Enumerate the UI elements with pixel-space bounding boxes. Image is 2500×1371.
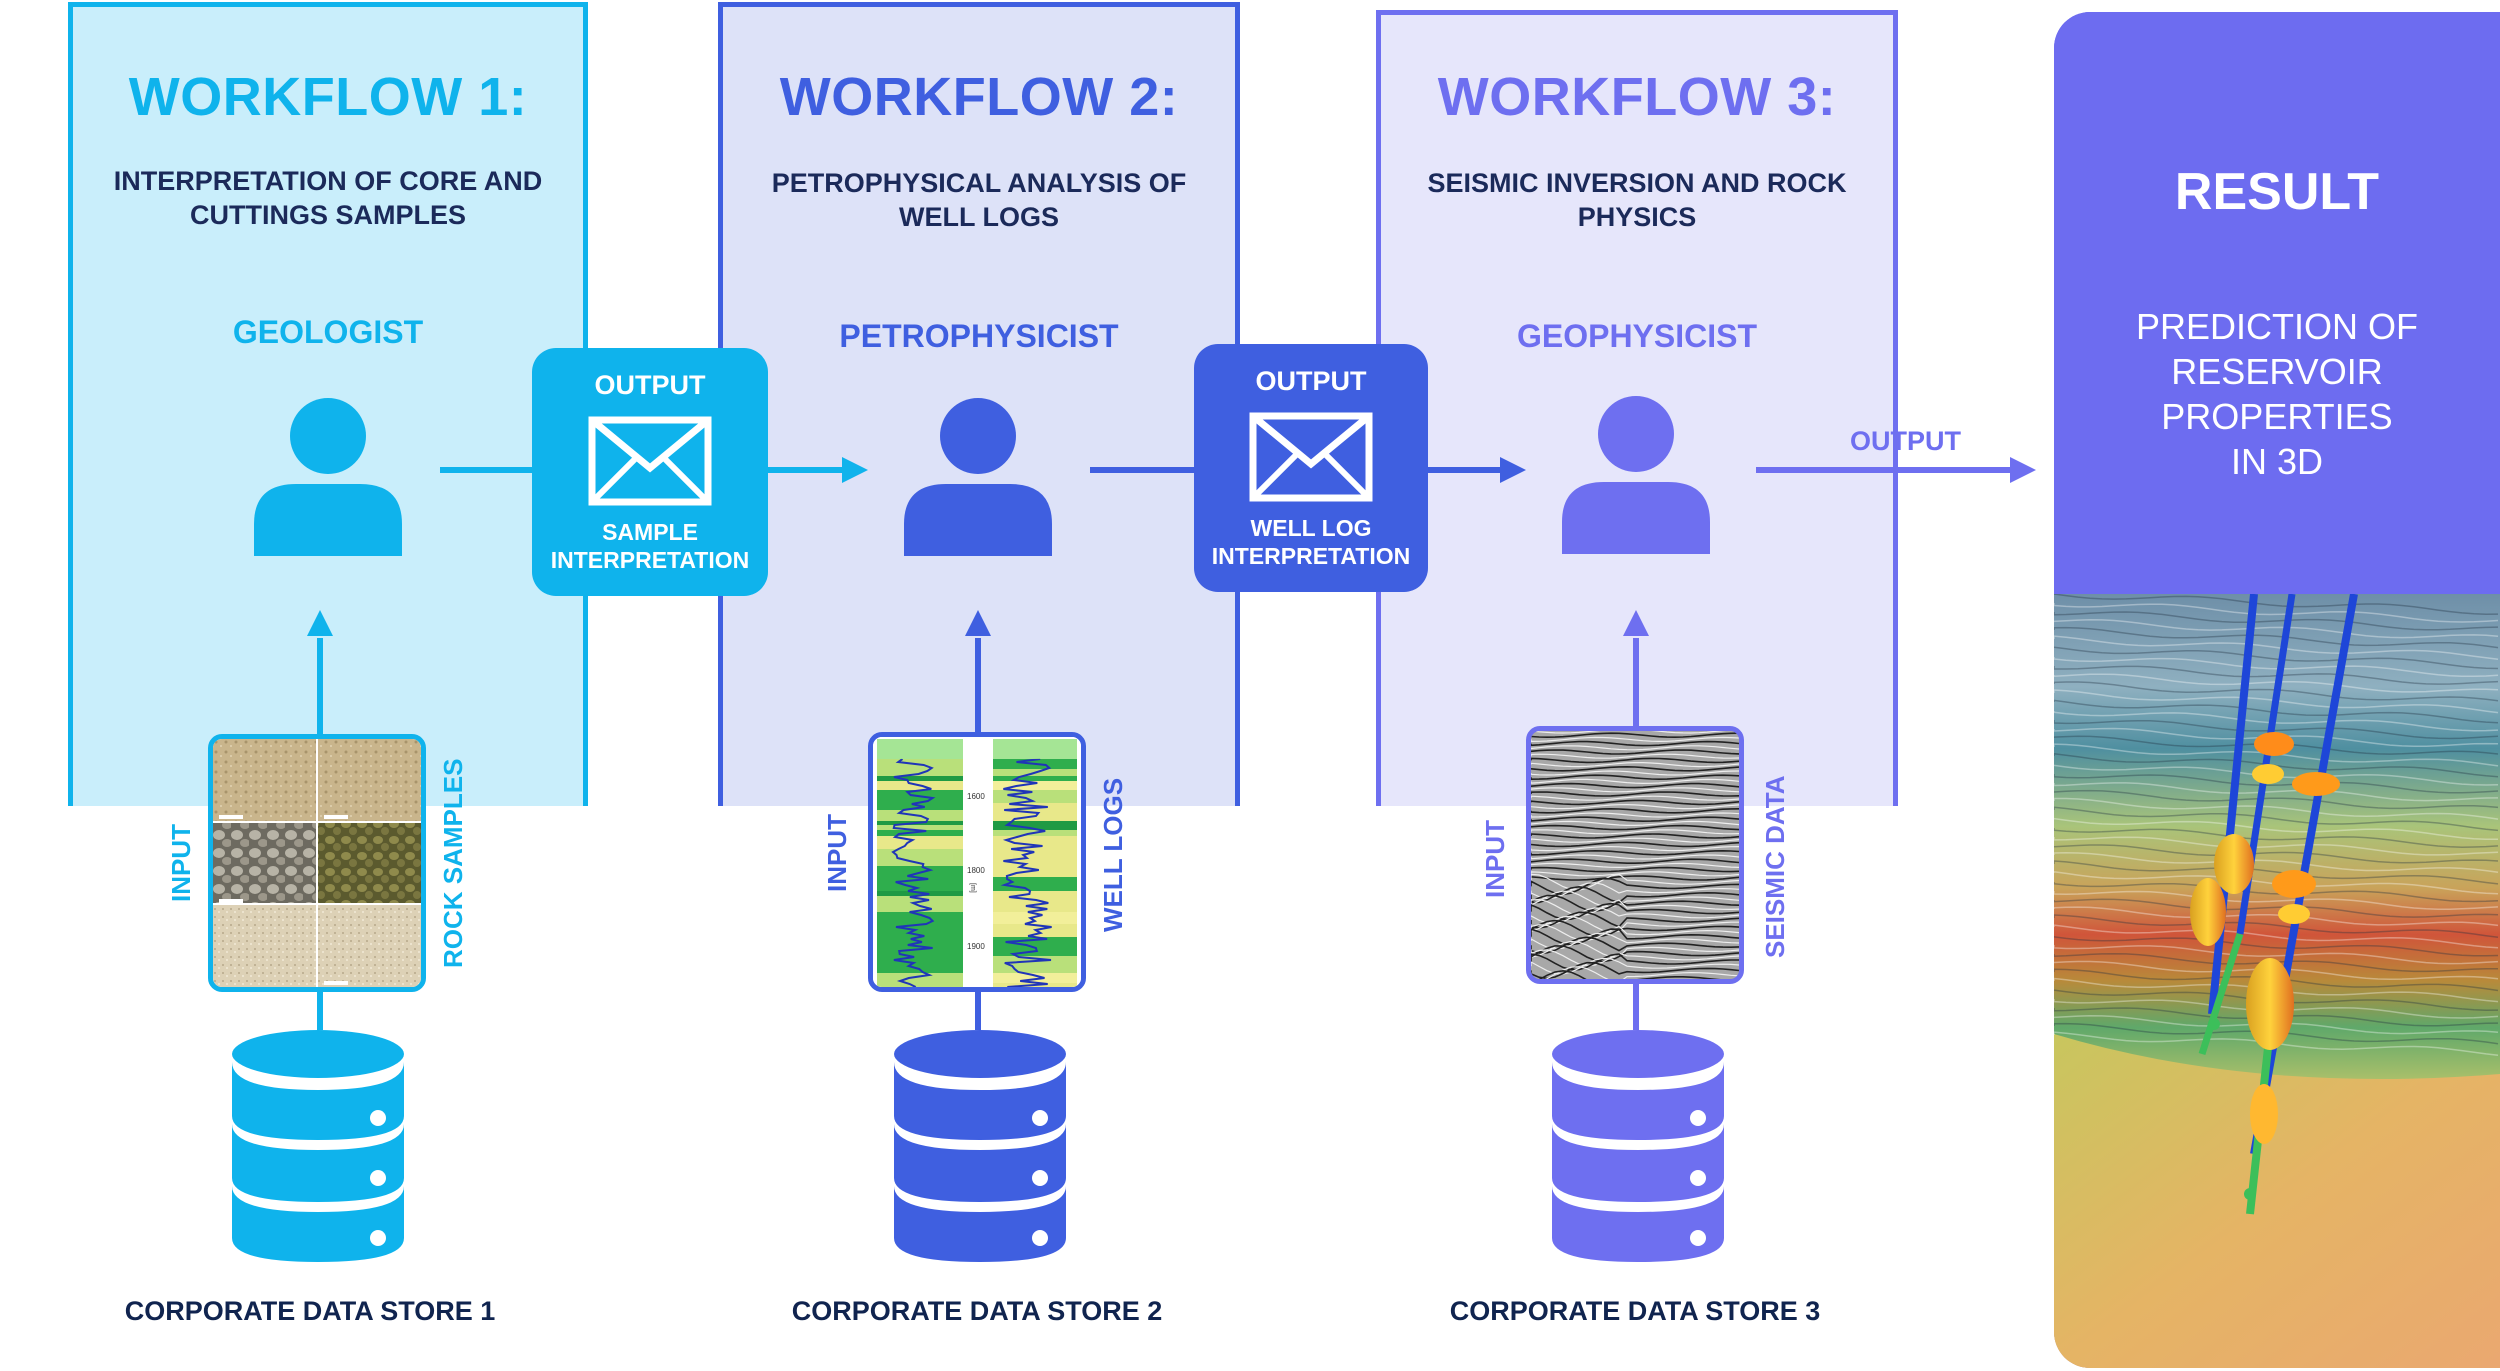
arrow-icon (842, 457, 868, 483)
workflow-2-subtitle-line1: PETROPHYSICAL ANALYSIS OF (771, 168, 1187, 198)
workflow-1-subtitle-line1: INTERPRETATION OF CORE AND (113, 166, 543, 196)
output-label-3: OUTPUT (1850, 426, 1961, 456)
role-geophysicist: GEOPHYSICIST (1516, 318, 1758, 354)
reservoir-3d-image (2054, 594, 2500, 1368)
result-description: PREDICTION OF RESERVOIR PROPERTIES IN 3D (2054, 304, 2500, 484)
workflow-3-title: WORKFLOW 3: (1437, 67, 1837, 127)
store-label-1: CORPORATE DATA STORE 1 (124, 1296, 496, 1326)
workflow-3-subtitle: SEISMIC INVERSION AND ROCK PHYSICS (1376, 166, 1898, 234)
arrow-icon (307, 610, 333, 636)
output-line1: SAMPLE (602, 519, 698, 545)
input-label-3: INPUT (1480, 820, 1510, 898)
arrow-icon (1623, 610, 1649, 636)
workflow-2-subtitle: PETROPHYSICAL ANALYSIS OF WELL LOGS (718, 166, 1240, 234)
rock-samples-image (208, 734, 426, 992)
store-label-3: CORPORATE DATA STORE 3 (1449, 1296, 1821, 1326)
result-line4: IN 3D (2230, 441, 2324, 482)
result-line3: PROPERTIES (2161, 396, 2393, 437)
well-logs-image: 1600 1800 [m] 1900 (868, 732, 1086, 992)
output-line1: WELL LOG (1250, 515, 1372, 541)
envelope-icon (1249, 412, 1373, 502)
database-icon (1552, 1030, 1724, 1262)
workflow-1-subtitle: INTERPRETATION OF CORE AND CUTTINGS SAMP… (68, 164, 588, 232)
output-line2: INTERPRETATION (1211, 543, 1411, 569)
result-line2: RESERVOIR (2171, 351, 2383, 392)
welllog-tick: 1600 (967, 792, 985, 801)
data-label-rock-samples: ROCK SAMPLES (438, 758, 468, 968)
result-title: RESULT (2174, 163, 2380, 221)
person-icon (1562, 396, 1710, 554)
result-line1: PREDICTION OF (2135, 306, 2418, 347)
role-petrophysicist: PETROPHYSICIST (839, 318, 1119, 354)
workflow-1-title: WORKFLOW 1: (128, 67, 528, 127)
database-icon (894, 1030, 1066, 1262)
welllog-unit: [m] (969, 883, 976, 893)
output-label: OUTPUT (1255, 366, 1367, 396)
input-label-1: INPUT (166, 824, 196, 902)
workflow-2-subtitle-line2: WELL LOGS (899, 202, 1059, 232)
seismic-data-image (1526, 726, 1744, 984)
output-line2: INTERPRETATION (550, 547, 750, 573)
arrow-icon (1500, 457, 1526, 483)
output-box-well-log-interpretation: OUTPUT WELL LOG INTERPRETATION (1194, 344, 1428, 592)
store-label-2: CORPORATE DATA STORE 2 (791, 1296, 1163, 1326)
envelope-icon (588, 416, 712, 506)
output-label: OUTPUT (594, 370, 706, 400)
database-icon (232, 1030, 404, 1262)
workflow-2-title: WORKFLOW 2: (779, 67, 1179, 127)
person-icon (254, 398, 402, 556)
workflow-1-subtitle-line2: CUTTINGS SAMPLES (189, 200, 466, 230)
result-panel: RESULT PREDICTION OF RESERVOIR PROPERTIE… (2054, 12, 2500, 1368)
arrow-icon (965, 610, 991, 636)
arrow-icon (2010, 457, 2036, 483)
workflow-3-subtitle-line1: SEISMIC INVERSION AND ROCK (1427, 168, 1847, 198)
person-icon (904, 398, 1052, 556)
role-geologist: GEOLOGIST (232, 314, 424, 350)
output-box-sample-interpretation: OUTPUT SAMPLE INTERPRETATION (532, 348, 768, 596)
welllog-tick: 1800 (967, 866, 985, 875)
data-label-seismic: SEISMIC DATA (1760, 775, 1790, 958)
data-label-well-logs: WELL LOGS (1098, 777, 1128, 932)
input-label-2: INPUT (822, 814, 852, 892)
welllog-tick: 1900 (967, 942, 985, 951)
workflow-3-subtitle-line2: PHYSICS (1577, 202, 1697, 232)
